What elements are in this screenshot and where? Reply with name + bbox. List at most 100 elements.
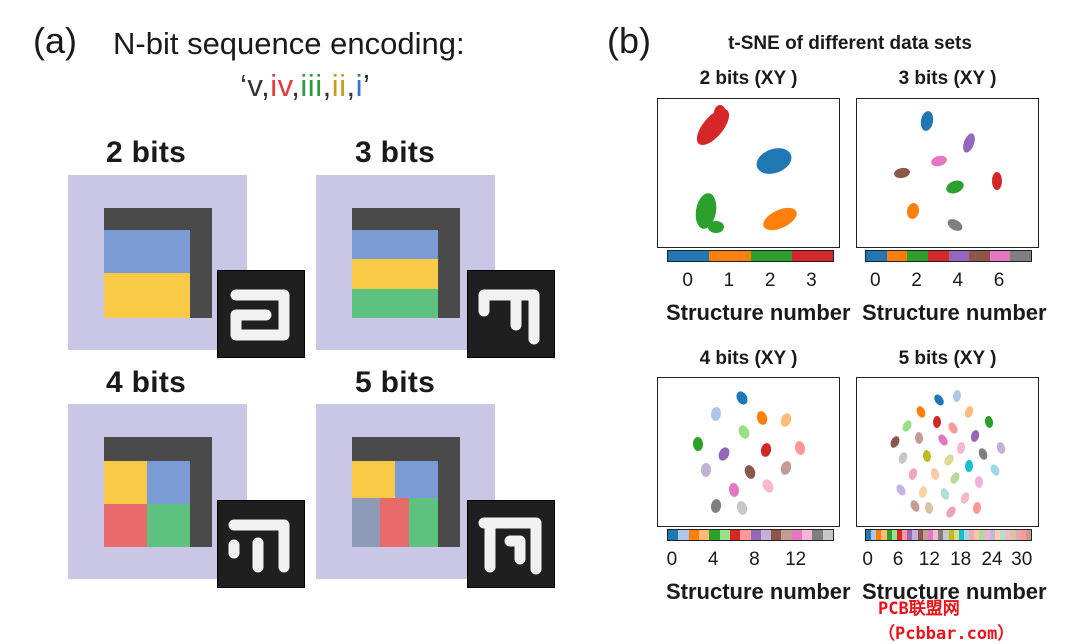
- cluster-point: [692, 437, 704, 451]
- tsne-scatter-2bits: [695, 105, 797, 233]
- colorbar-tick: 4: [952, 270, 964, 291]
- sequence-part: iii: [300, 68, 323, 103]
- colorbar-segment: [876, 530, 882, 540]
- colorbar-segment: [866, 251, 887, 261]
- colorbar-segment: [1000, 530, 1006, 540]
- colorbar-segment: [678, 530, 689, 540]
- colorbar-2bits: [667, 250, 834, 262]
- colorbar-tick: 12: [918, 549, 940, 570]
- colorbar-segment: [866, 530, 872, 540]
- cluster-point: [744, 465, 756, 479]
- colorbar-tick: 30: [1011, 549, 1033, 570]
- bit-block-yellow: [104, 273, 190, 318]
- plot-3bits-area: [856, 98, 1039, 248]
- cluster-point: [695, 193, 717, 229]
- colorbar-segment: [1010, 251, 1031, 261]
- cluster-point: [780, 461, 792, 475]
- sequence-part: i: [355, 68, 364, 103]
- cluster-point: [930, 468, 940, 480]
- colorbar-segment: [984, 530, 990, 540]
- colorbar-segment: [729, 530, 741, 540]
- colorbar-segment: [969, 251, 990, 261]
- panel-b-label: (b): [607, 20, 651, 61]
- sequence-part: ,: [291, 68, 301, 103]
- cluster-point: [700, 463, 712, 477]
- colorbar-segment: [740, 530, 751, 540]
- plot-3bits-xlabel: Structure number: [862, 300, 1047, 325]
- cluster-point: [940, 488, 950, 500]
- tsne-scatter-3bits: [894, 111, 1002, 231]
- cluster-point: [946, 506, 956, 518]
- cluster-point: [918, 486, 928, 498]
- colorbar-segment: [1020, 530, 1026, 540]
- cluster-point: [894, 167, 910, 179]
- colorbar-tick: 12: [785, 549, 807, 570]
- colorbar-segment: [771, 530, 782, 540]
- cluster-point: [964, 406, 974, 418]
- cluster-point: [932, 416, 942, 428]
- bit-block-yellow: [352, 259, 438, 289]
- colorbar-segment: [668, 251, 710, 261]
- sim-image-3bits: [467, 270, 555, 358]
- cluster-point: [756, 411, 768, 425]
- colorbar-segment: [891, 530, 897, 540]
- cluster-point: [710, 499, 722, 513]
- cluster-point: [924, 502, 934, 514]
- bit-block-blue: [395, 461, 438, 498]
- cluster-point: [718, 447, 730, 461]
- bit-block-green: [409, 498, 438, 547]
- cluster-point: [696, 108, 730, 146]
- cluster-point: [931, 155, 947, 167]
- plot-5bits-area: [856, 377, 1039, 527]
- colorbar-segment: [791, 251, 833, 261]
- cluster-point: [714, 105, 726, 121]
- cluster-point: [978, 448, 988, 460]
- colorbar-segment: [938, 530, 944, 540]
- tsne-scatter-5bits: [890, 390, 1006, 518]
- sequence-part: ‘v,: [240, 68, 271, 103]
- plot-2bits-area: [657, 98, 840, 248]
- cluster-point: [920, 111, 934, 131]
- cluster-point: [902, 420, 912, 432]
- colorbar-segment: [933, 530, 939, 540]
- cluster-point: [984, 416, 994, 428]
- sim-image-4bits: [217, 500, 305, 588]
- bit-block-red: [104, 504, 147, 547]
- cluster-point: [908, 468, 918, 480]
- bit-block-yellow: [104, 461, 147, 504]
- cluster-point: [922, 450, 932, 462]
- cell-3bits-label: 3 bits: [355, 136, 436, 169]
- colorbar-segment: [927, 251, 949, 261]
- colorbar-segment: [948, 530, 954, 540]
- colorbar-segment: [974, 530, 980, 540]
- colorbar-segment: [871, 530, 877, 540]
- colorbar-segment: [709, 530, 720, 540]
- cluster-point: [938, 434, 948, 446]
- cluster-point: [946, 180, 964, 194]
- colorbar-4bits: [667, 529, 834, 541]
- cluster-point: [916, 406, 926, 418]
- cell-3bits-background: [316, 175, 495, 350]
- colorbar-segment: [907, 251, 928, 261]
- cell-4bits-label: 4 bits: [106, 366, 187, 399]
- colorbar-segment: [994, 530, 1001, 540]
- cluster-point: [910, 500, 920, 512]
- cluster-point: [990, 464, 1000, 476]
- colorbar-segment: [943, 530, 949, 540]
- bit-block-green: [147, 504, 190, 547]
- colorbar-segment: [969, 530, 975, 540]
- bit-block-red: [380, 498, 409, 547]
- plot-4bits-xlabel: Structure number: [666, 579, 851, 604]
- cluster-point: [736, 501, 748, 515]
- colorbar-5bits: [865, 529, 1032, 541]
- panel-a-label: (a): [33, 20, 77, 61]
- colorbar-tick: 1: [723, 270, 735, 291]
- cluster-point: [780, 413, 792, 427]
- colorbar-segment: [709, 251, 751, 261]
- plot-5bits-xlabel: Structure number: [862, 579, 1047, 604]
- colorbar-segment: [812, 530, 823, 540]
- colorbar-segment: [791, 530, 803, 540]
- cluster-point: [972, 502, 982, 514]
